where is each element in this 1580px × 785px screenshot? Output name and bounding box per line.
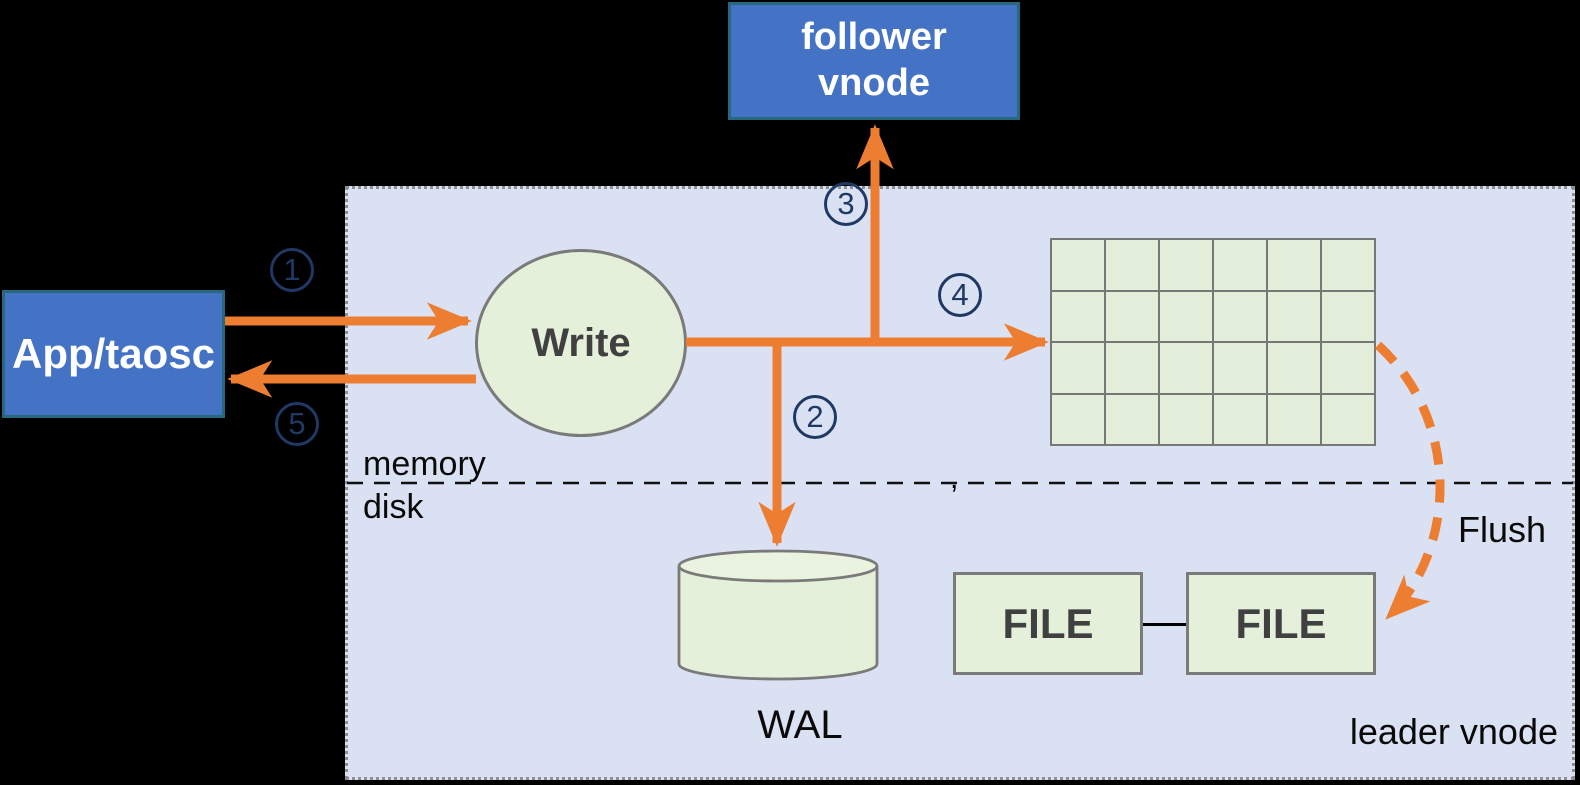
grid-cell [1214, 343, 1266, 393]
wal-cylinder [677, 549, 879, 681]
memory-label: memory [363, 445, 486, 483]
grid-cell [1322, 394, 1374, 444]
app-taosc-box: App/taosc [2, 290, 225, 418]
grid-cell [1160, 240, 1212, 290]
file-box-left: FILE [953, 572, 1143, 675]
grid-cell [1106, 394, 1158, 444]
grid-cell [1214, 291, 1266, 341]
file-connector-line [1143, 623, 1186, 626]
grid-cell [1106, 343, 1158, 393]
write-label: Write [531, 320, 631, 365]
grid-cell [1160, 291, 1212, 341]
grid-cell [1268, 240, 1320, 290]
grid-cell [1322, 240, 1374, 290]
grid-cell [1268, 394, 1320, 444]
grid-cell [1322, 343, 1374, 393]
step-marker-4: 4 [938, 273, 982, 317]
step-marker-3: 3 [824, 182, 868, 226]
write-circle: Write [475, 249, 687, 437]
follower-vnode-box: follower vnode [728, 2, 1020, 120]
app-taosc-label: App/taosc [11, 330, 216, 377]
grid-cell [1052, 240, 1104, 290]
grid-cell [1106, 291, 1158, 341]
grid-cell [1052, 343, 1104, 393]
file-box-right: FILE [1186, 572, 1376, 675]
stray-comma-mark: , [950, 462, 959, 495]
step-marker-2: 2 [793, 395, 837, 439]
disk-label: disk [363, 488, 424, 526]
step-marker-5: 5 [275, 402, 319, 446]
grid-cell [1214, 394, 1266, 444]
grid-cell [1052, 291, 1104, 341]
grid-cell [1214, 240, 1266, 290]
grid-cell [1322, 291, 1374, 341]
step-marker-1: 1 [270, 248, 314, 292]
grid-cell [1268, 343, 1320, 393]
file-right-label: FILE [1235, 599, 1327, 647]
file-left-label: FILE [1002, 599, 1094, 647]
leader-vnode-label: leader vnode [1349, 711, 1558, 752]
grid-cell [1106, 240, 1158, 290]
follower-vnode-label-line2: vnode [818, 62, 930, 104]
memtable-grid [1050, 238, 1376, 446]
follower-vnode-label-line1: follower [801, 16, 947, 59]
flush-label: Flush [1458, 509, 1547, 550]
grid-cell [1052, 394, 1104, 444]
grid-cell [1160, 394, 1212, 444]
grid-cell [1268, 291, 1320, 341]
wal-label: WAL [757, 703, 843, 747]
grid-cell [1160, 343, 1212, 393]
